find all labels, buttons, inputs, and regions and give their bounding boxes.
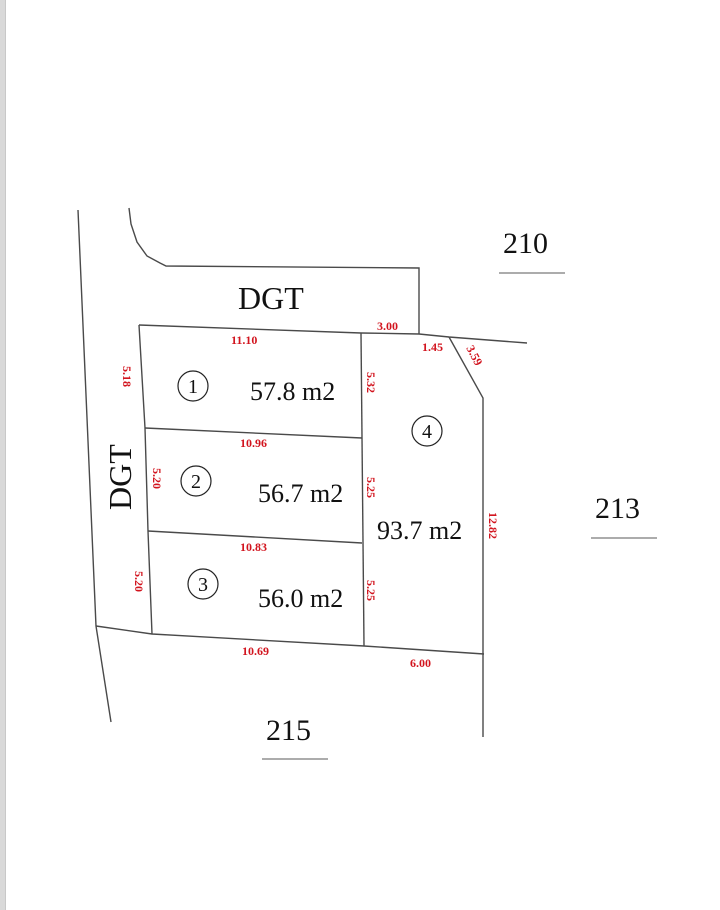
neighbor-parcel-215: 215 xyxy=(266,714,311,747)
dim-lot3-left: 5.20 xyxy=(132,571,146,592)
lot3-area: 56.0 m2 xyxy=(258,584,343,613)
neighbor-parcel-210: 210 xyxy=(503,227,548,260)
dim-lot2-left: 5.20 xyxy=(150,468,164,489)
dim-lot4-top-b: 1.45 xyxy=(422,340,443,354)
north-road-edge xyxy=(128,207,420,334)
left-edge-strip xyxy=(0,0,6,910)
lot4-number-circle xyxy=(411,415,443,447)
lot2-number: 2 xyxy=(191,471,201,493)
lots-lot4-divider xyxy=(360,332,365,647)
dim-lot2-right: 5.25 xyxy=(364,477,378,498)
west-road-label: DGT xyxy=(102,444,138,510)
lot3-number: 3 xyxy=(198,574,208,596)
lot1-number-circle xyxy=(177,370,209,402)
dim-lot1-left: 5.18 xyxy=(120,366,134,387)
lot4-east-boundary xyxy=(448,336,484,737)
lot3-number-circle xyxy=(187,568,219,600)
dim-lot1-lot2-divider: 10.96 xyxy=(240,436,267,450)
parcel-top-boundary xyxy=(138,324,528,344)
dim-lot4-top-a: 3.00 xyxy=(377,319,398,333)
lot2-lot3-divider xyxy=(147,530,363,544)
lots-west-boundary xyxy=(138,324,153,635)
neighbor-parcel-213: 213 xyxy=(595,492,640,525)
dim-lot1-right: 5.32 xyxy=(364,372,378,393)
lot4-area: 93.7 m2 xyxy=(377,516,462,545)
north-road-label: DGT xyxy=(238,280,304,316)
lot2-number-circle xyxy=(180,465,212,497)
lot1-area: 57.8 m2 xyxy=(250,377,335,406)
lot2-area: 56.7 m2 xyxy=(258,479,343,508)
dim-lot4-bottom: 6.00 xyxy=(410,656,431,670)
dim-lot1-top: 11.10 xyxy=(231,333,257,347)
dim-lot3-right: 5.25 xyxy=(364,580,378,601)
dim-lot4-right: 12.82 xyxy=(486,512,500,539)
lot4-number: 4 xyxy=(422,421,432,443)
dim-lot3-bottom: 10.69 xyxy=(242,644,269,658)
dim-lot4-chamfer: 3.59 xyxy=(463,343,485,368)
south-boundary xyxy=(95,625,485,655)
lot1-number: 1 xyxy=(188,376,198,398)
lot1-lot2-divider xyxy=(144,427,363,439)
dim-lot2-lot3-divider: 10.83 xyxy=(240,540,267,554)
